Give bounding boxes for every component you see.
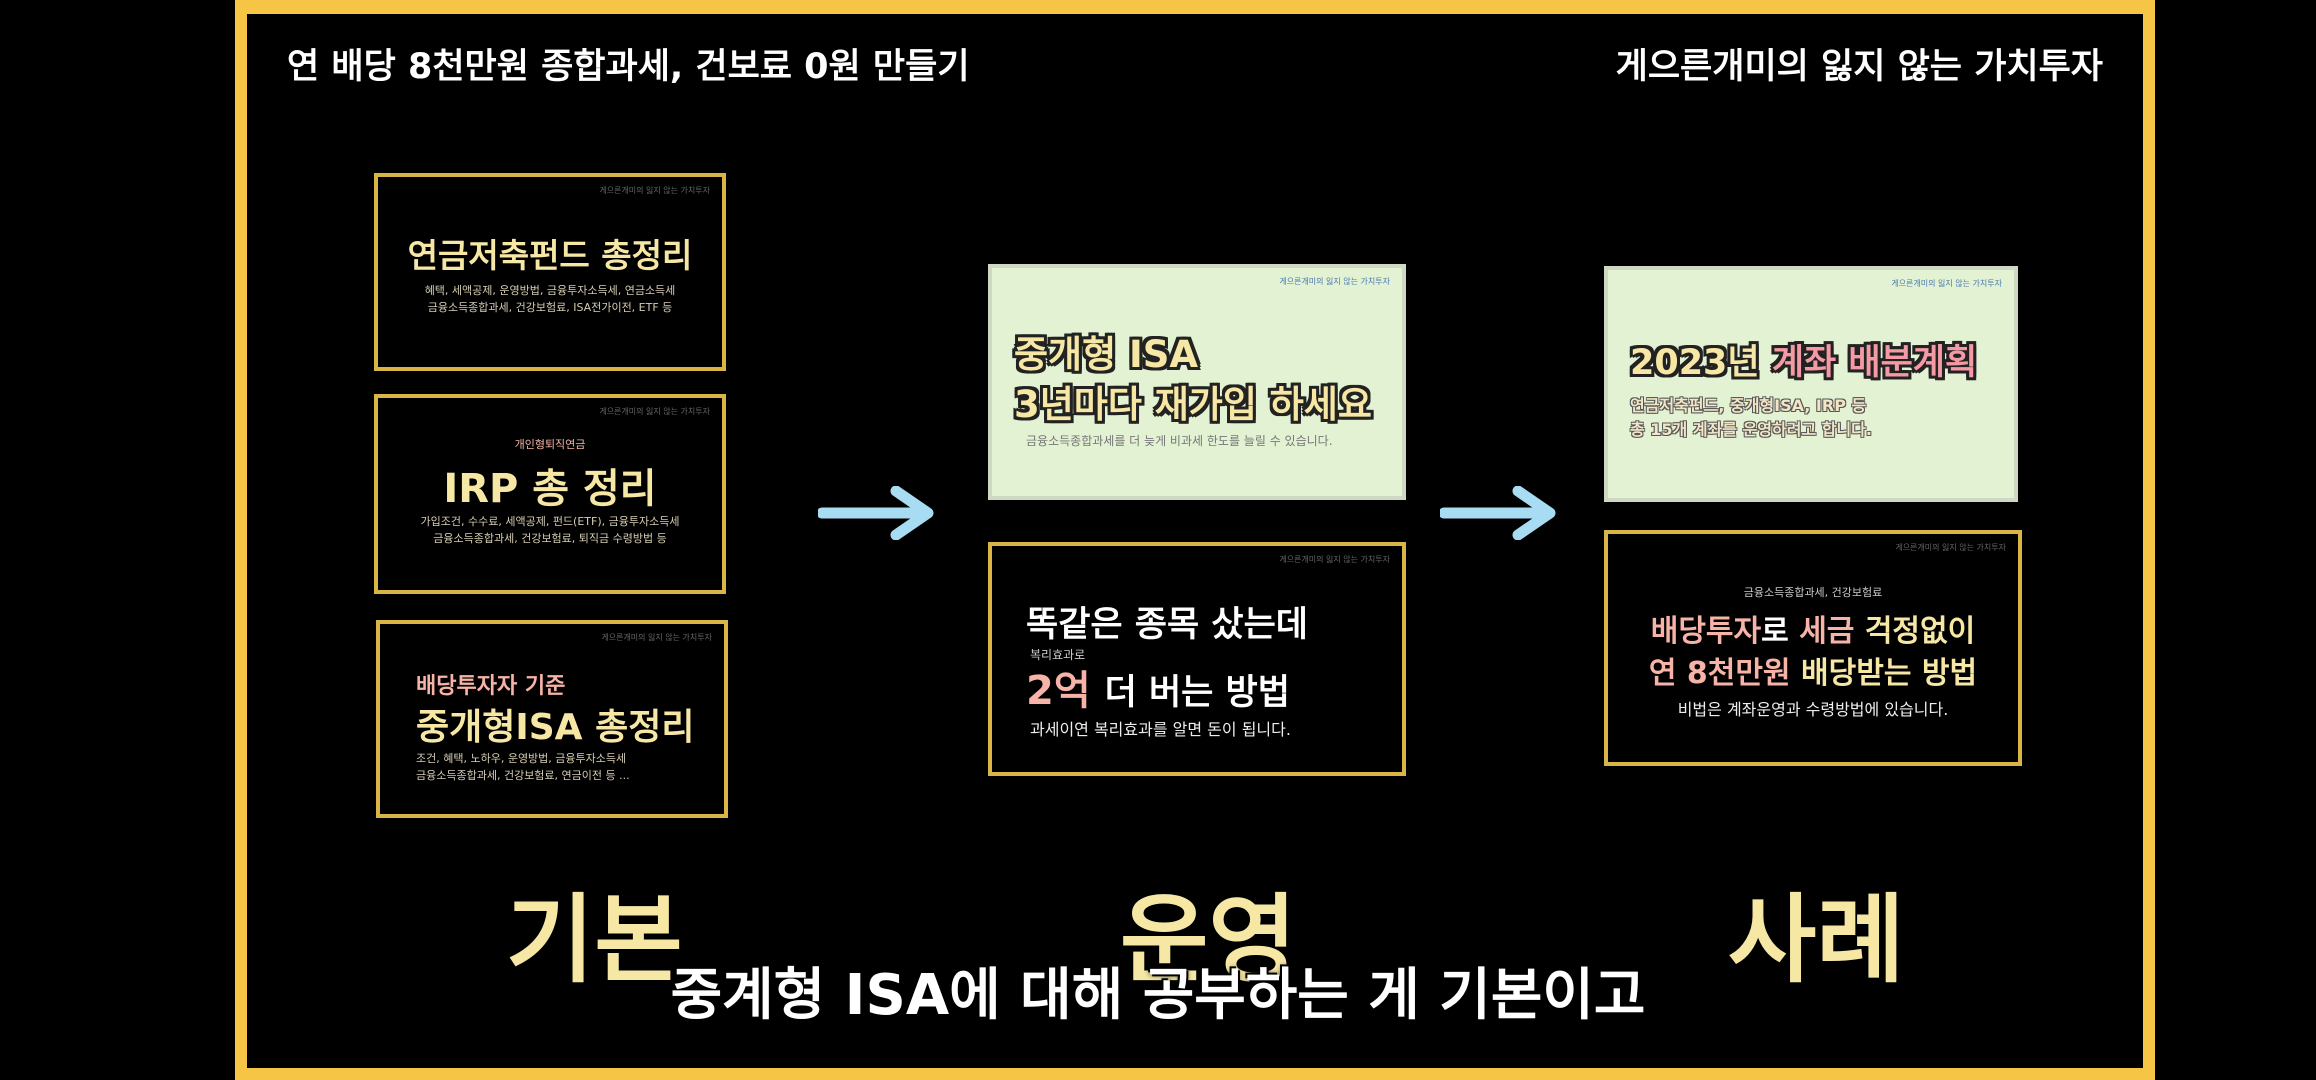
- card-watermark: 게으른개미의 잃지 않는 가치투자: [599, 186, 710, 195]
- card-watermark: 게으른개미의 잃지 않는 가치투자: [1279, 555, 1390, 564]
- arrow-right-icon: [1440, 486, 1556, 540]
- card-title-highlight: 계좌 배분계획: [1771, 343, 1978, 383]
- card-title-highlight: 세금: [1799, 614, 1855, 649]
- card-title-line1: 배당투자로 세금 걱정없이: [1608, 606, 2018, 650]
- card-small-label: 복리효과로: [1030, 648, 1086, 662]
- card-detail-line: 총 15개 계좌를 운영하려고 합니다.: [1630, 420, 1872, 439]
- card-title-part: 배당받는 방법: [1790, 656, 1978, 691]
- card-title: 연금저축펀드 총정리: [407, 236, 693, 275]
- card-detail-line: 가입조건, 수수료, 세액공제, 펀드(ETF), 금융투자소득세: [420, 515, 680, 528]
- card-2023-plan: 게으른개미의 잃지 않는 가치투자 2023년 계좌 배분계획 연금저축펀드, …: [1604, 266, 2018, 502]
- card-watermark: 게으른개미의 잃지 않는 가치투자: [1891, 279, 2002, 288]
- card-title-rest: 더 버는 방법: [1104, 673, 1290, 713]
- card-detail-line: 비법은 계좌운영과 수령방법에 있습니다.: [1677, 700, 1949, 719]
- card-title: 중개형ISA 총정리: [416, 707, 695, 748]
- card-watermark: 게으른개미의 잃지 않는 가치투자: [599, 407, 710, 416]
- section-label-basic: 기본: [506, 884, 683, 996]
- card-title-highlight: 연 8천만원: [1648, 656, 1791, 691]
- card-same-stock: 게으른개미의 잃지 않는 가치투자 똑같은 종목 샀는데 복리효과로 2억 더 …: [988, 542, 1406, 776]
- card-irp: 게으른개미의 잃지 않는 가치투자 개인형퇴직연금 IRP 총 정리 가입조건,…: [374, 394, 726, 594]
- card-detail-line: 조건, 혜택, 노하우, 운영방법, 금융투자소득세: [416, 752, 627, 765]
- card-title-part: 걱정없이: [1854, 614, 1976, 649]
- card-title-part: 로: [1761, 614, 1800, 649]
- video-subtitle: 중계형 ISA에 대해 공부하는 게 기본이고: [670, 963, 1646, 1028]
- section-label-example: 사례: [1728, 884, 1905, 996]
- header-right-title: 게으른개미의 잃지 않는 가치투자: [1615, 47, 2103, 87]
- card-pretitle: 금융소득종합과세, 건강보험료: [1743, 586, 1883, 599]
- card-title: IRP 총 정리: [443, 466, 657, 512]
- card-isa-rejoin: 게으른개미의 잃지 않는 가치투자 중개형 ISA 3년마다 재가입 하세요 금…: [988, 264, 1406, 500]
- card-title: 2023년 계좌 배분계획: [1630, 334, 2002, 385]
- card-amount: 2억: [1026, 668, 1091, 714]
- card-title-line2: 2억 더 버는 방법: [1026, 658, 1390, 716]
- arrow-right-icon: [818, 486, 934, 540]
- card-pretitle: 배당투자자 기준: [416, 674, 566, 699]
- card-watermark: 게으른개미의 잃지 않는 가치투자: [1279, 277, 1390, 286]
- card-detail-line: 금융소득종합과세를 더 늦게 비과세 한도를 늘릴 수 있습니다.: [1026, 434, 1333, 448]
- card-title-line2: 3년마다 재가입 하세요: [1014, 383, 1372, 426]
- card-isa: 게으른개미의 잃지 않는 가치투자 배당투자자 기준 중개형ISA 총정리 조건…: [376, 620, 728, 818]
- header-left-title: 연 배당 8천만원 종합과세, 건보료 0원 만들기: [287, 47, 970, 87]
- card-title-line1: 똑같은 종목 샀는데: [1026, 605, 1308, 645]
- card-title-highlight: 배당투자: [1650, 614, 1762, 649]
- card-detail-line: 금융소득종합과세, 건강보험료, ISA전가이전, ETF 등: [427, 301, 673, 314]
- card-watermark: 게으른개미의 잃지 않는 가치투자: [601, 633, 712, 642]
- card-title-line2: 연 8천만원 배당받는 방법: [1608, 648, 2018, 692]
- card-detail-line: 과세이연 복리효과를 알면 돈이 됩니다.: [1030, 720, 1291, 739]
- card-detail-line: 금융소득종합과세, 건강보험료, 연금이전 등 ...: [416, 769, 630, 782]
- card-title-part: 2023년: [1630, 343, 1772, 383]
- card-detail-line: 연금저축펀드, 중개형ISA, IRP 등: [1630, 396, 1867, 415]
- card-detail-line: 혜택, 세액공제, 운영방법, 금융투자소득세, 연금소득세: [424, 284, 676, 297]
- card-watermark: 게으른개미의 잃지 않는 가치투자: [1895, 543, 2006, 552]
- section-label-operation: 운영: [1120, 884, 1297, 996]
- card-detail-line: 금융소득종합과세, 건강보험료, 퇴직금 수령방법 등: [433, 532, 667, 545]
- card-pretitle: 개인형퇴직연금: [514, 438, 586, 451]
- card-pension-fund: 게으른개미의 잃지 않는 가치투자 연금저축펀드 총정리 혜택, 세액공제, 운…: [374, 173, 726, 371]
- card-title-line1: 중개형 ISA: [1014, 333, 1199, 376]
- card-dividend-method: 게으른개미의 잃지 않는 가치투자 금융소득종합과세, 건강보험료 배당투자로 …: [1604, 530, 2022, 766]
